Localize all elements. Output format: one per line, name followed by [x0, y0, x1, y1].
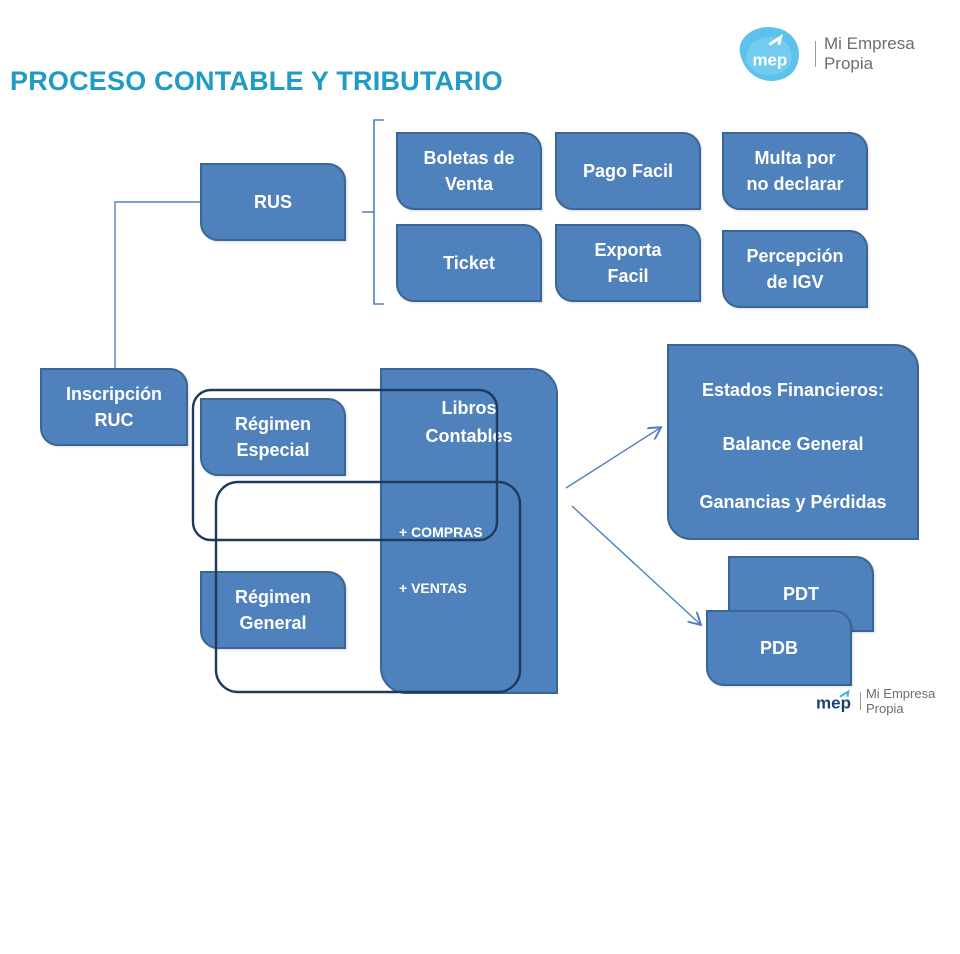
ticket-box: Ticket [396, 224, 542, 302]
arrow-to-estados [565, 428, 660, 489]
logo-bottom-brand: Mi Empresa Propia [865, 686, 936, 716]
grouping-outlines [191, 388, 522, 694]
libros-item: + MAYOR [399, 917, 466, 934]
page-title: PROCESO CONTABLE Y TRIBUTARIO [10, 66, 503, 96]
libros-contables-title: Libros Contables [425, 398, 513, 446]
libros-item: + CAJA/BANCOS [399, 692, 514, 709]
rus-box: RUS [200, 163, 346, 241]
estados-item: Balance General [722, 434, 864, 454]
pdb-box: PDB [706, 610, 852, 686]
mep-logo-icon: mep [739, 27, 800, 81]
estados-item: Ganancias y Pérdidas [699, 492, 887, 512]
arrow-to-pdt [571, 505, 700, 624]
logo-bottom-mark: mep [816, 694, 851, 713]
logo-top-mark: mep [752, 50, 787, 69]
estados-financieros-box: Estados Financieros: Balance General Gan… [667, 344, 919, 540]
libros-item: + DIARIO [399, 861, 461, 878]
connector-ruc-rus [114, 201, 200, 368]
connector-lines [114, 119, 960, 720]
logo-top: mep Mi Empresa Propia [728, 18, 960, 90]
libros-contables-box [380, 368, 558, 694]
libros-item: BALANCE [399, 805, 468, 821]
estados-heading: Estados Financieros: [701, 380, 885, 400]
logo-bottom: mep Mi Empresa Propia [816, 686, 960, 716]
libros-item: + INVENTARIO/ [399, 748, 501, 765]
mep-logo-bottom-icon: mep [816, 689, 851, 713]
libros-item: + COMPRAS [399, 523, 483, 540]
rus-bracket [362, 119, 384, 305]
pago-facil-box: Pago Facil [555, 132, 701, 210]
regimen-general-outline [214, 480, 522, 694]
libros-item: + VENTAS [399, 579, 467, 596]
logo-top-brand: Mi Empresa Propia [823, 34, 915, 73]
regimen-especial-outline [191, 388, 499, 542]
